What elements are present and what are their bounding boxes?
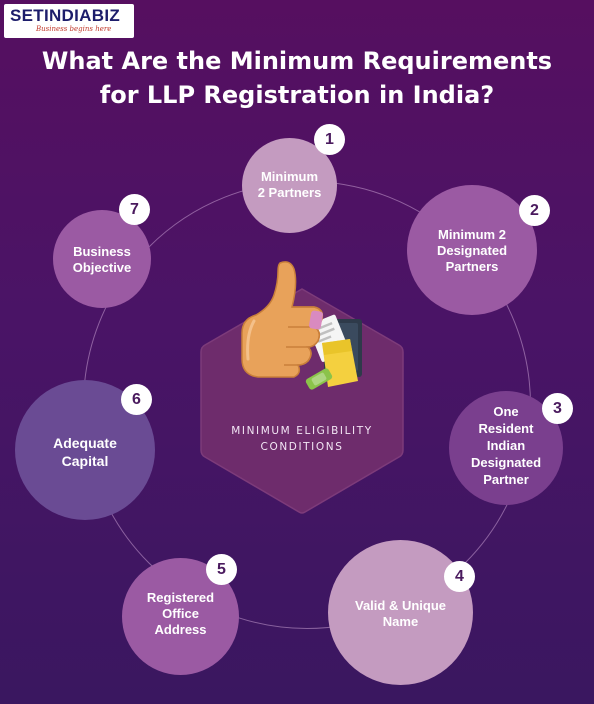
requirement-4-text: Valid & Unique Name bbox=[328, 598, 473, 630]
requirement-3-line: Partner bbox=[483, 472, 529, 487]
center-label-line-1: MINIMUM ELIGIBILITY bbox=[231, 425, 373, 437]
logo-text: SETINDIABIZ bbox=[10, 6, 121, 25]
number-badge-2: 2 bbox=[519, 195, 550, 226]
requirement-3-line: Indian bbox=[486, 438, 526, 453]
thumbs-up-document-illustration bbox=[241, 261, 362, 390]
requirement-3-line: One bbox=[493, 404, 519, 419]
requirement-6-line: Capital bbox=[61, 453, 109, 469]
requirement-circle-2: Minimum 2 Designated Partners bbox=[407, 185, 537, 315]
requirement-6-line: Adequate bbox=[53, 435, 117, 451]
requirement-3-line: Resident bbox=[478, 421, 534, 436]
requirement-6-text: Adequate Capital bbox=[15, 434, 155, 470]
number-badge-1: 1 bbox=[314, 124, 345, 155]
number-badge-5: 5 bbox=[206, 554, 237, 585]
requirement-7-line: Business bbox=[73, 244, 131, 259]
requirement-2-line: Designated bbox=[436, 243, 508, 258]
requirement-5-line: Registered bbox=[146, 590, 215, 605]
requirement-2-text: Minimum 2 Designated Partners bbox=[407, 227, 537, 275]
center-label: MINIMUM ELIGIBILITY CONDITIONS bbox=[199, 423, 405, 455]
requirement-7-line: Objective bbox=[72, 260, 132, 275]
requirement-1-line: Minimum bbox=[260, 169, 319, 184]
brand-logo[interactable]: SETINDIABIZ Business begins here bbox=[4, 4, 134, 38]
requirement-2-line: Partners bbox=[445, 259, 499, 274]
requirement-7-text: Business Objective bbox=[53, 244, 151, 276]
requirement-circle-1: Minimum 2 Partners bbox=[242, 138, 337, 233]
requirement-circle-7: Business Objective bbox=[53, 210, 151, 308]
thumbs-up-icon bbox=[241, 261, 324, 378]
number-badge-6: 6 bbox=[121, 384, 152, 415]
title-line-2: for LLP Registration in India? bbox=[99, 81, 495, 109]
requirement-2-line: Minimum 2 bbox=[438, 227, 506, 242]
requirement-3-text: One Resident Indian Designated Partner bbox=[449, 403, 563, 488]
requirement-5-line: Address bbox=[154, 622, 207, 637]
requirement-5-text: Registered Office Address bbox=[122, 590, 239, 638]
requirement-1-text: Minimum 2 Partners bbox=[242, 169, 337, 201]
requirement-circle-4: Valid & Unique Name bbox=[328, 540, 473, 685]
requirement-5-line: Office bbox=[162, 606, 199, 621]
center-label-line-2: CONDITIONS bbox=[260, 441, 344, 453]
logo-tagline: Business begins here bbox=[36, 25, 112, 33]
title-line-1: What Are the Minimum Requirements bbox=[41, 47, 553, 75]
requirement-4-line: Name bbox=[382, 614, 419, 629]
requirement-3-line: Designated bbox=[470, 455, 542, 470]
number-badge-4: 4 bbox=[444, 561, 475, 592]
requirement-1-line: 2 Partners bbox=[257, 185, 322, 200]
number-badge-3: 3 bbox=[542, 393, 573, 424]
number-badge-7: 7 bbox=[119, 194, 150, 225]
requirement-4-line: Valid & Unique bbox=[354, 598, 446, 613]
page-title: What Are the Minimum Requirements for LL… bbox=[0, 44, 594, 112]
